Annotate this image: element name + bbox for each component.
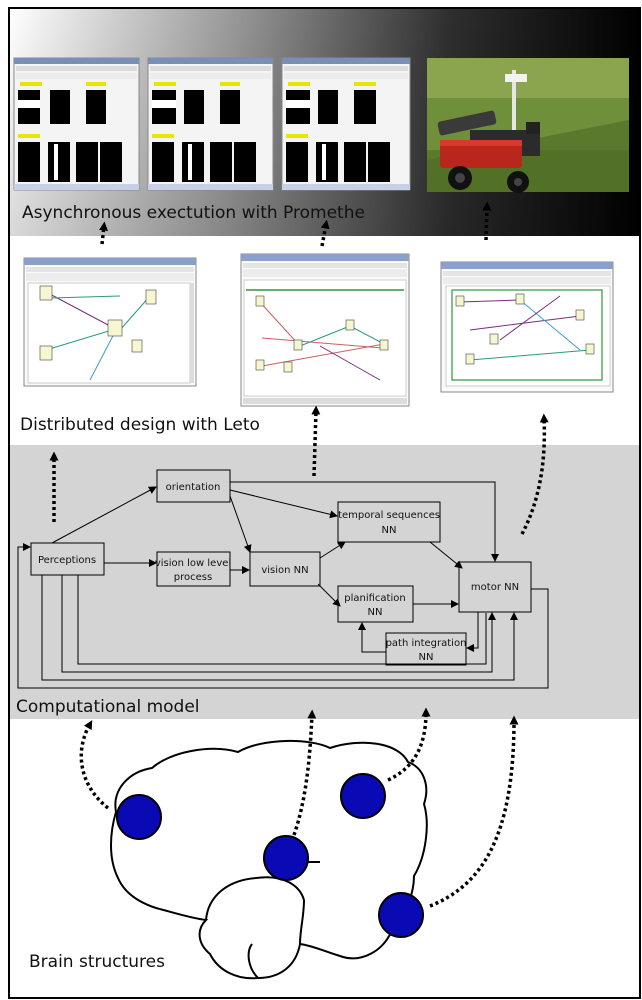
vision-low-level-node: [156, 551, 231, 587]
model-label: Computational model: [16, 697, 200, 717]
brain-structure-1: [116, 794, 162, 840]
promethe-label: Asynchronous exectution with Promethe: [22, 203, 365, 223]
vision-nn-node: [249, 551, 321, 587]
brain-structure-3: [340, 773, 386, 819]
perceptions-node: [30, 542, 105, 576]
motor-nn-label: motor NN: [471, 582, 519, 593]
planification-label-2: NN: [368, 607, 383, 618]
planification-label-1: planification: [344, 593, 405, 604]
motor-nn-node: [458, 561, 532, 613]
outer-frame: [8, 7, 641, 999]
vision-low-level-label-1: vision low level: [155, 558, 231, 569]
temporal-sequences-label-1: temporal sequences: [338, 510, 440, 521]
brain-structure-2: [263, 835, 309, 881]
brain-structures: [116, 773, 424, 938]
vision-low-level-label-2: process: [174, 572, 212, 583]
promethe-window-1: [13, 57, 140, 191]
perceptions-label: Perceptions: [38, 555, 96, 566]
temporal-sequences-node: [337, 501, 441, 543]
model-band: [10, 445, 640, 719]
robot-photo: [427, 58, 629, 193]
vision-nn-label: vision NN: [261, 565, 308, 576]
leto-label: Distributed design with Leto: [20, 415, 260, 435]
model-edges: [17, 481, 549, 689]
brain-structure-4: [378, 892, 424, 938]
path-integration-label-1: path integration: [386, 638, 467, 649]
orientation-node: [156, 469, 231, 503]
temporal-sequences-label-2: NN: [382, 525, 397, 536]
brain-label: Brain structures: [29, 952, 165, 972]
brain-outline: [110, 740, 428, 980]
promethe-window-3: [281, 57, 411, 191]
leto-window-3: [440, 261, 614, 393]
dotted-arrows: [49, 201, 549, 908]
orientation-label: orientation: [166, 482, 221, 493]
leto-window-2: [240, 253, 410, 407]
promethe-window-2: [147, 57, 274, 191]
path-integration-label-2: NN: [419, 652, 434, 663]
leto-window-1: [23, 257, 197, 387]
